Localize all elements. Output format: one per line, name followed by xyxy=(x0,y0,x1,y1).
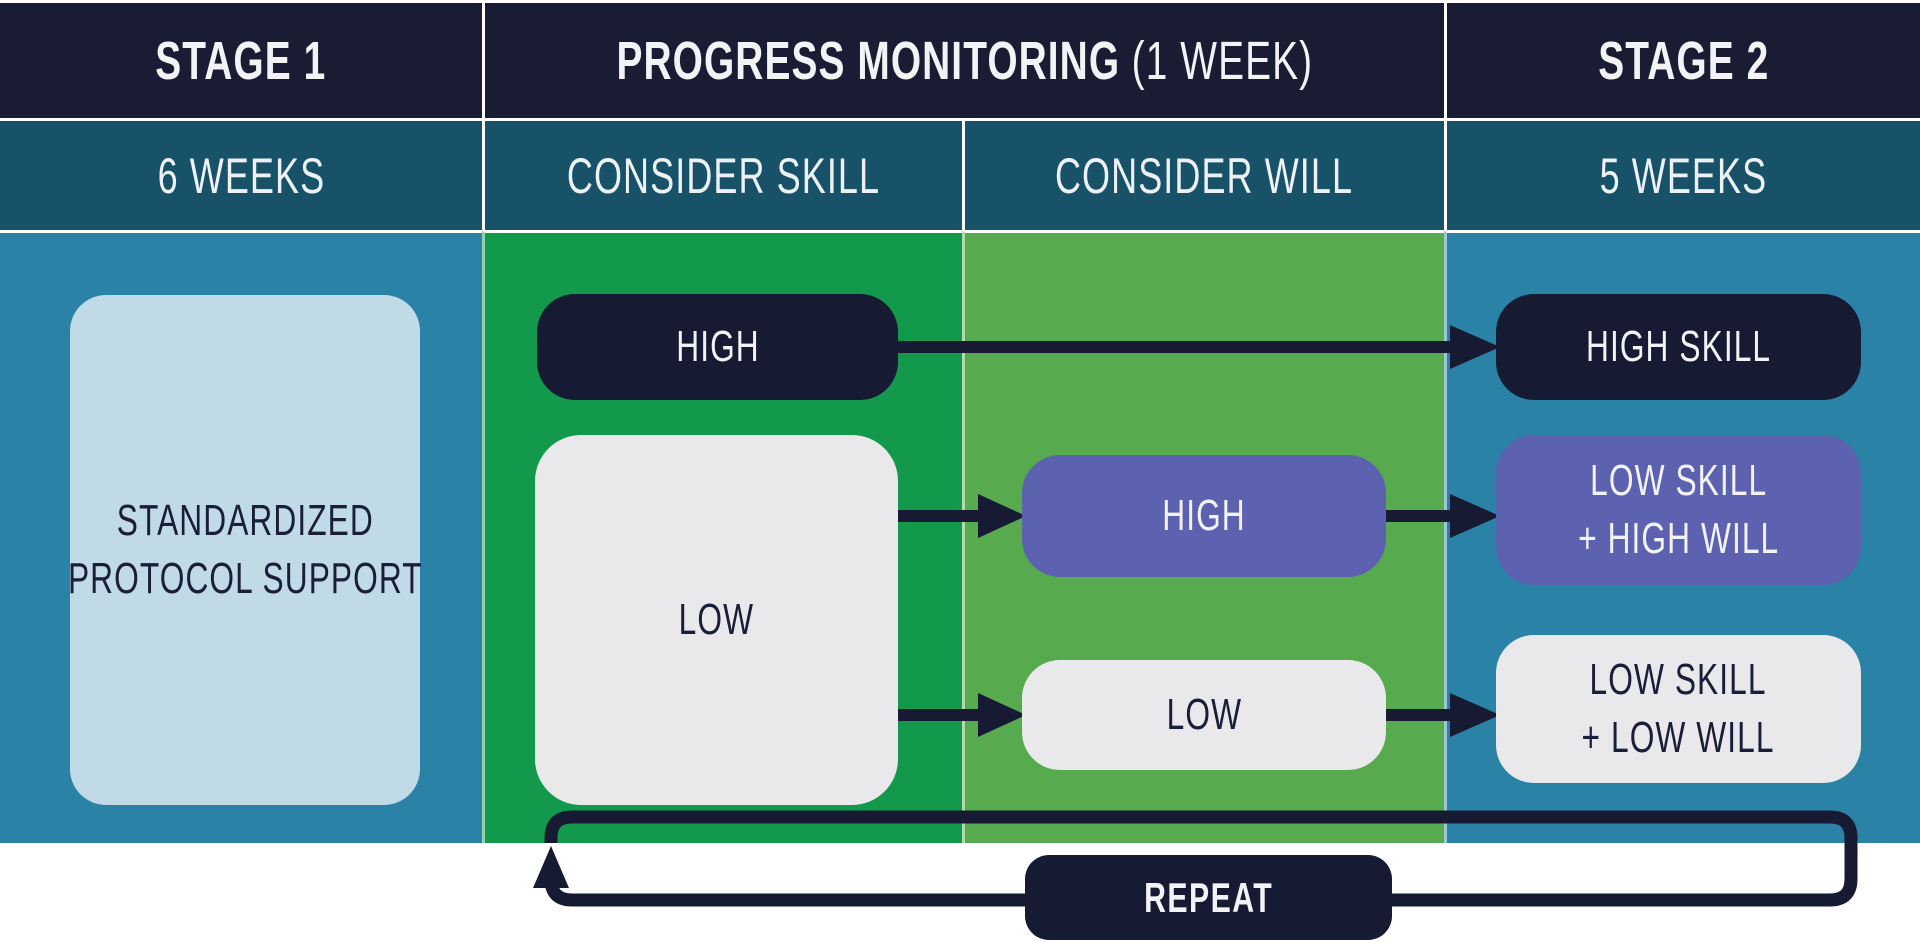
subheader-cell-6-weeks: 6 WEEKS xyxy=(0,118,482,230)
stage1-title: STAGE 1 xyxy=(155,30,327,91)
repeat-label: REPEAT xyxy=(1143,873,1274,921)
arrow-will-low-to-low-skill-low-will xyxy=(1384,693,1500,737)
low-skill-low-will-label: LOW SKILL + LOW WILL xyxy=(1581,654,1776,762)
progress-monitoring-title: PROGRESS MONITORING(1 WEEK) xyxy=(616,30,1313,92)
standardized-protocol-support-label: STANDARDIZED PROTOCOL SUPPORT xyxy=(67,495,423,603)
consider-will-label: CONSIDER WILL xyxy=(1055,147,1354,204)
skill-high-pill: HIGH xyxy=(537,294,898,400)
subheader-cell-consider-will: CONSIDER WILL xyxy=(962,118,1444,230)
repeat-loop-arrow xyxy=(533,810,1858,907)
stage2-title: STAGE 2 xyxy=(1597,30,1770,91)
progress-monitoring-title-duration: (1 WEEK) xyxy=(1131,30,1313,91)
low-skill-low-will-pill: LOW SKILL + LOW WILL xyxy=(1496,635,1861,783)
header-cell-progress-monitoring: PROGRESS MONITORING(1 WEEK) xyxy=(482,0,1444,118)
header-cell-stage1: STAGE 1 xyxy=(0,0,482,118)
skill-low-label: LOW xyxy=(678,595,755,644)
repeat-loop-arrowhead xyxy=(533,846,569,888)
progress-monitoring-title-main: PROGRESS MONITORING xyxy=(616,30,1120,91)
arrow-will-high-to-low-skill-high-will xyxy=(1384,494,1500,538)
repeat-box: REPEAT xyxy=(1025,855,1392,940)
arrow-skill-low-to-will-low xyxy=(892,693,1026,737)
skill-high-label: HIGH xyxy=(675,322,760,371)
header-cell-stage2: STAGE 2 xyxy=(1444,0,1920,118)
high-skill-pill: HIGH SKILL xyxy=(1496,294,1861,400)
consider-skill-label: CONSIDER SKILL xyxy=(566,147,881,204)
will-high-label: HIGH xyxy=(1162,491,1246,540)
subheader-cell-5-weeks: 5 WEEKS xyxy=(1444,118,1920,230)
high-skill-label: HIGH SKILL xyxy=(1585,322,1772,371)
stage1-duration-label: 6 WEEKS xyxy=(157,147,325,204)
will-high-pill: HIGH xyxy=(1022,455,1386,577)
will-low-label: LOW xyxy=(1166,690,1242,739)
arrow-skill-high-to-high-skill xyxy=(892,325,1500,369)
subheader-cell-consider-skill: CONSIDER SKILL xyxy=(482,118,962,230)
standardized-protocol-support-box: STANDARDIZED PROTOCOL SUPPORT xyxy=(67,295,423,805)
stage2-duration-label: 5 WEEKS xyxy=(1599,147,1768,204)
skill-low-box: LOW xyxy=(535,435,898,805)
arrow-skill-low-to-will-high xyxy=(892,494,1026,538)
low-skill-high-will-pill: LOW SKILL + HIGH WILL xyxy=(1496,435,1861,585)
low-skill-high-will-label: LOW SKILL + HIGH WILL xyxy=(1577,455,1780,563)
will-low-pill: LOW xyxy=(1022,660,1386,770)
